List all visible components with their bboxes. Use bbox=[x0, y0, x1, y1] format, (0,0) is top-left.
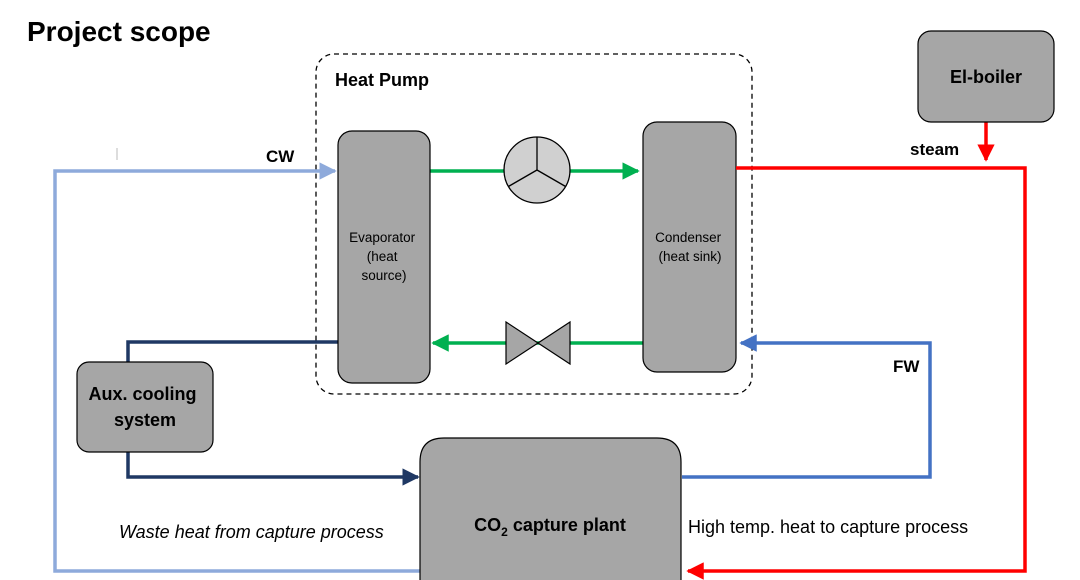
heat-pump-label: Heat Pump bbox=[335, 70, 429, 90]
page-title: Project scope bbox=[27, 16, 211, 47]
aux-cooling-label-2: system bbox=[114, 410, 176, 430]
aux-cooling-label-1: Aux. cooling bbox=[88, 384, 196, 404]
capture-plant-label-suffix: capture plant bbox=[508, 515, 626, 535]
el-boiler-label: El-boiler bbox=[950, 67, 1022, 87]
fw-label: FW bbox=[893, 357, 920, 376]
aux-cooling-system bbox=[76, 361, 214, 453]
condenser bbox=[642, 121, 737, 373]
svg-text:Condenser (heat sink): Condenser (heat sink) bbox=[655, 230, 725, 264]
co2-capture-plant bbox=[419, 437, 682, 580]
svg-text:Evaporator (heat sourc: Evaporator (heat source) bbox=[349, 230, 419, 283]
evaporator bbox=[337, 130, 431, 384]
steam-label: steam bbox=[910, 140, 959, 159]
heat-pump-boundary bbox=[315, 53, 753, 395]
compressor-icon bbox=[503, 136, 571, 204]
cold-water-line bbox=[53, 162, 420, 573]
el-boiler bbox=[917, 30, 1055, 123]
capture-plant-label-subscript: 2 bbox=[501, 525, 508, 539]
capture-plant-label-prefix: CO bbox=[474, 515, 501, 535]
aux-upper-line bbox=[126, 340, 338, 362]
cw-label: CW bbox=[266, 147, 295, 166]
high-temp-heat-label: High temp. heat to capture process bbox=[688, 517, 968, 537]
svg-text:CO2 capture plant: CO2 capture plant bbox=[474, 515, 626, 539]
high-temp-heat-line bbox=[686, 166, 1027, 580]
condenser-label-2: (heat sink) bbox=[658, 249, 721, 264]
evaporator-label-3: source) bbox=[361, 268, 406, 283]
aux-lower-line bbox=[126, 452, 420, 486]
expansion-valve-icon bbox=[505, 320, 571, 366]
condenser-label-1: Condenser bbox=[655, 230, 722, 245]
evaporator-label-1: Evaporator bbox=[349, 230, 416, 245]
evaporator-label-2: (heat bbox=[367, 249, 398, 264]
waste-heat-label: Waste heat from capture process bbox=[119, 522, 384, 542]
svg-text:Aux. cooling system: Aux. cooling system bbox=[88, 384, 201, 430]
feed-water-line bbox=[682, 334, 932, 479]
